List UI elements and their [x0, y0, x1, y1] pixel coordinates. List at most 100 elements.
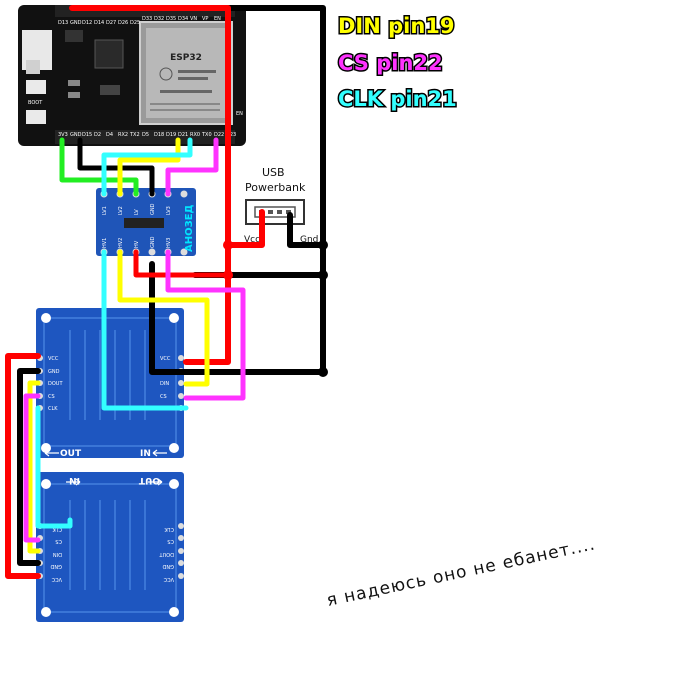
- pin-label: D25: [130, 20, 140, 26]
- wire-chain-cs: [23, 393, 41, 543]
- powerbank-title-line2: Powerbank: [245, 181, 306, 194]
- pin-label: D12: [82, 20, 92, 26]
- pin-label: LV: [134, 209, 140, 215]
- pin-label: GND: [150, 203, 156, 215]
- pin-label: DOUT: [48, 381, 63, 387]
- pin-label: CS: [160, 394, 167, 400]
- pin-label: GND: [48, 369, 60, 375]
- junction-dot: [318, 367, 328, 377]
- pin-label: D4: [106, 132, 113, 138]
- wire-din-hv: [117, 249, 210, 387]
- pin-label: GND: [162, 563, 174, 569]
- mounting-hole: [169, 443, 179, 453]
- chip-antenna-trace: [150, 103, 220, 111]
- pin-label: EN: [214, 16, 221, 22]
- usb-powerbank: USB Powerbank Vcc Gnd: [244, 166, 318, 245]
- pin-label: D27: [106, 20, 116, 26]
- pin-label: RX2: [118, 132, 128, 138]
- usb-pin: [268, 210, 273, 214]
- pin-label: VCC: [160, 356, 171, 362]
- pin-label: RX0: [190, 132, 200, 138]
- pin-label: VCC: [51, 576, 62, 582]
- module1-out-labels: VCC GND DOUT CS CLK: [48, 356, 63, 412]
- pin-label: D32: [154, 16, 164, 22]
- en-label: EN: [236, 111, 243, 117]
- arrow-left-icon: [152, 449, 167, 457]
- pin-label: GND: [70, 132, 82, 138]
- module1-mounting-holes: [41, 313, 179, 453]
- wire-cs-lv: [165, 137, 219, 197]
- mounting-hole: [41, 607, 51, 617]
- esp32-smd: [68, 80, 80, 86]
- esp32-chip-label: ESP32: [170, 53, 202, 63]
- pin-label: D34: [178, 16, 188, 22]
- mounting-hole: [41, 479, 51, 489]
- pin-label: HV: [134, 240, 140, 248]
- mounting-hole: [169, 479, 179, 489]
- matrix-module-2: VCC GND DIN CS CLK VCC GND DOUT CS CLK I…: [36, 472, 184, 622]
- pin-hole: [148, 248, 156, 256]
- junction-dot: [318, 240, 328, 250]
- powerbank-gnd-label: Gnd: [300, 235, 318, 245]
- wire-gnd-powerbank: [287, 212, 326, 248]
- pin-label: HV2: [118, 238, 124, 248]
- junction-dot: [223, 270, 233, 280]
- legend-cs: CS pin22: [338, 51, 443, 75]
- wire-cs-hv: [165, 249, 246, 401]
- pin-label: CS: [167, 538, 174, 544]
- wire-vcc-powerbank: [225, 209, 265, 248]
- boot-button[interactable]: [26, 80, 46, 94]
- wire-chain-vcc: [5, 353, 41, 579]
- pin-label: D13: [58, 20, 68, 26]
- pin-label: VCC: [48, 356, 59, 362]
- pin-label: DOUT: [159, 551, 174, 557]
- pin-label: CS: [48, 394, 55, 400]
- pin-hole: [180, 190, 188, 198]
- pin-label: D35: [166, 16, 176, 22]
- usb-socket-icon: [254, 206, 296, 218]
- module2-in-label: IN: [69, 475, 80, 485]
- level-shifter-brand: АНОЗЕД: [184, 204, 195, 252]
- legend-clk: CLK pin21: [338, 87, 457, 111]
- esp32-bottom-pin-labels: 3V3 GND D15 D2 D4 RX2 TX2 D5 D18 D19 D21…: [58, 132, 236, 138]
- chip-text-line: [178, 70, 216, 73]
- module2-out-labels: VCC GND DOUT CS CLK: [159, 526, 174, 582]
- pin-label: D5: [142, 132, 149, 138]
- pin-label: HV3: [166, 238, 172, 248]
- pin-label: D26: [118, 20, 128, 26]
- pin-label: VCC: [163, 576, 174, 582]
- pin-label: DIN: [160, 381, 169, 387]
- pin-label: TX0: [201, 132, 212, 138]
- module2-trace-frame: [43, 483, 177, 613]
- handwritten-note: я надеюсь оно не ебанет....: [325, 534, 597, 611]
- pin-label: VP: [202, 16, 208, 22]
- esp32-smd: [100, 85, 120, 95]
- arrow-right-icon: [148, 478, 163, 486]
- pin-label: CS: [55, 538, 62, 544]
- pin-label: D33: [142, 16, 152, 22]
- usb-pin: [286, 210, 291, 214]
- mounting-hole: [169, 607, 179, 617]
- module1-trace-frame: [43, 317, 177, 447]
- en-button[interactable]: [26, 110, 46, 124]
- esp32-regulator: [65, 30, 83, 42]
- wire-clk-hv: [101, 249, 189, 411]
- junction-dot: [223, 240, 233, 250]
- matrix-module-1: VCC GND DOUT CS CLK VCC GND DIN CS CLK O…: [36, 308, 184, 459]
- mounting-hole: [41, 313, 51, 323]
- module1-in-label: IN: [140, 449, 151, 459]
- pin-legend: DIN pin19 CS pin22 CLK pin21: [337, 13, 459, 113]
- pin-label: VN: [190, 16, 197, 22]
- wire-clk-lv: [101, 137, 193, 197]
- wire-3v3-lv: [59, 137, 139, 197]
- usb-connector: [26, 60, 40, 74]
- wire-vcc-ls-hv: [133, 249, 231, 278]
- chip-logo-icon: [159, 67, 173, 81]
- powerbank-vcc-label: Vcc: [244, 235, 260, 245]
- junction-dot: [318, 270, 328, 280]
- boot-label: BOOT: [28, 100, 43, 106]
- esp32-usb-chip: [94, 39, 124, 69]
- pin-label: D15: [82, 132, 92, 138]
